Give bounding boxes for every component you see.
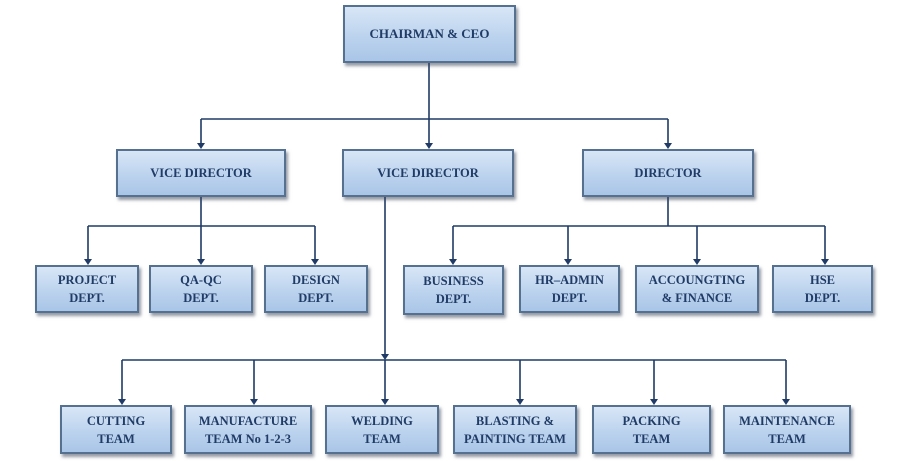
arrow-to-blasting-painting-team [516, 399, 524, 405]
arrow-to-vice-director-left [197, 143, 205, 149]
node-design-dept[interactable]: DESIGN DEPT. [264, 265, 368, 313]
node-label-line-2: TEAM [97, 431, 135, 446]
node-label-line-2: TEAM [363, 431, 401, 446]
arrow-center-trunk [381, 354, 389, 360]
node-blasting-painting-team[interactable]: BLASTING & PAINTING TEAM [453, 405, 577, 454]
node-label-line-1: DESIGN [292, 273, 340, 287]
arrow-to-manufacture-team [250, 399, 258, 405]
node-label-line-1: HR–ADMIN [535, 273, 604, 287]
node-project-dept[interactable]: PROJECT DEPT. [35, 265, 139, 313]
node-label-line-2: TEAM [632, 431, 671, 446]
node-manufacture-team[interactable]: MANUFACTURE TEAM No 1-2-3 [184, 405, 312, 454]
node-director[interactable]: DIRECTOR [582, 149, 754, 197]
node-qa-qc-dept[interactable]: QA-QC DEPT. [149, 265, 253, 313]
node-label-line-2: DEPT. [804, 291, 841, 305]
node-label-line-2: DEPT. [298, 291, 334, 305]
node-label-line-1: MANUFACTURE [198, 413, 298, 428]
node-label-line-1: QA-QC [180, 273, 222, 287]
node-label-line-2: PAINTING TEAM [464, 431, 566, 446]
node-vice-director-center[interactable]: VICE DIRECTOR [342, 149, 514, 197]
arrow-to-hse-dept [821, 259, 829, 265]
node-cutting-team[interactable]: CUTTING TEAM [60, 405, 172, 454]
node-label-line-1: WELDING [351, 413, 413, 428]
arrow-to-hr-admin-dept [564, 259, 572, 265]
arrow-to-cutting-team [118, 399, 126, 405]
node-label-line-2: DEPT. [435, 292, 472, 306]
arrow-to-maintenance-team [782, 399, 790, 405]
node-label-line-2: DEPT. [183, 291, 219, 305]
arrow-to-qa-qc-dept [197, 259, 205, 265]
node-label-line-2: & FINANCE [661, 291, 733, 305]
node-label: VICE DIRECTOR [150, 166, 252, 180]
node-label-line-1: ACCOUNGTING [648, 273, 746, 287]
node-vice-director-left[interactable]: VICE DIRECTOR [116, 149, 286, 197]
node-maintenance-team[interactable]: MAINTENANCE TEAM [723, 405, 851, 454]
arrow-to-design-dept [311, 259, 319, 265]
arrow-to-vice-director-center [425, 143, 433, 149]
node-accounting-finance[interactable]: ACCOUNGTING & FINANCE [635, 265, 759, 313]
node-packing-team[interactable]: PACKING TEAM [592, 405, 711, 454]
node-label: VICE DIRECTOR [377, 166, 479, 180]
arrow-to-business-dept [449, 259, 457, 265]
node-label-line-1: MAINTENANCE [739, 413, 835, 428]
node-label-line-1: PROJECT [57, 273, 117, 287]
node-label-line-1: BUSINESS [423, 274, 484, 288]
node-welding-team[interactable]: WELDING TEAM [325, 405, 439, 454]
node-hr-admin-dept[interactable]: HR–ADMIN DEPT. [519, 265, 620, 313]
node-chairman-ceo[interactable]: CHAIRMAN & CEO [343, 5, 516, 63]
node-label-line-1: BLASTING & [475, 413, 555, 428]
node-label-line-2: TEAM No 1-2-3 [204, 431, 292, 446]
node-label-line-2: TEAM [768, 431, 806, 446]
arrow-to-accounting-finance [693, 259, 701, 265]
node-label: DIRECTOR [634, 166, 702, 180]
arrow-to-welding-team [381, 399, 389, 405]
node-label-line-1: CUTTING [86, 413, 146, 428]
node-business-dept[interactable]: BUSINESS DEPT. [403, 265, 504, 315]
node-label: CHAIRMAN & CEO [369, 26, 490, 41]
arrow-to-project-dept [84, 259, 92, 265]
node-label-line-2: DEPT. [69, 291, 105, 305]
node-hse-dept[interactable]: HSE DEPT. [772, 265, 873, 313]
node-label-line-1: HSE [809, 273, 835, 287]
node-label-line-2: DEPT. [551, 291, 588, 305]
node-label-line-1: PACKING [622, 413, 681, 428]
arrow-to-packing-team [650, 399, 658, 405]
arrow-to-director [664, 143, 672, 149]
